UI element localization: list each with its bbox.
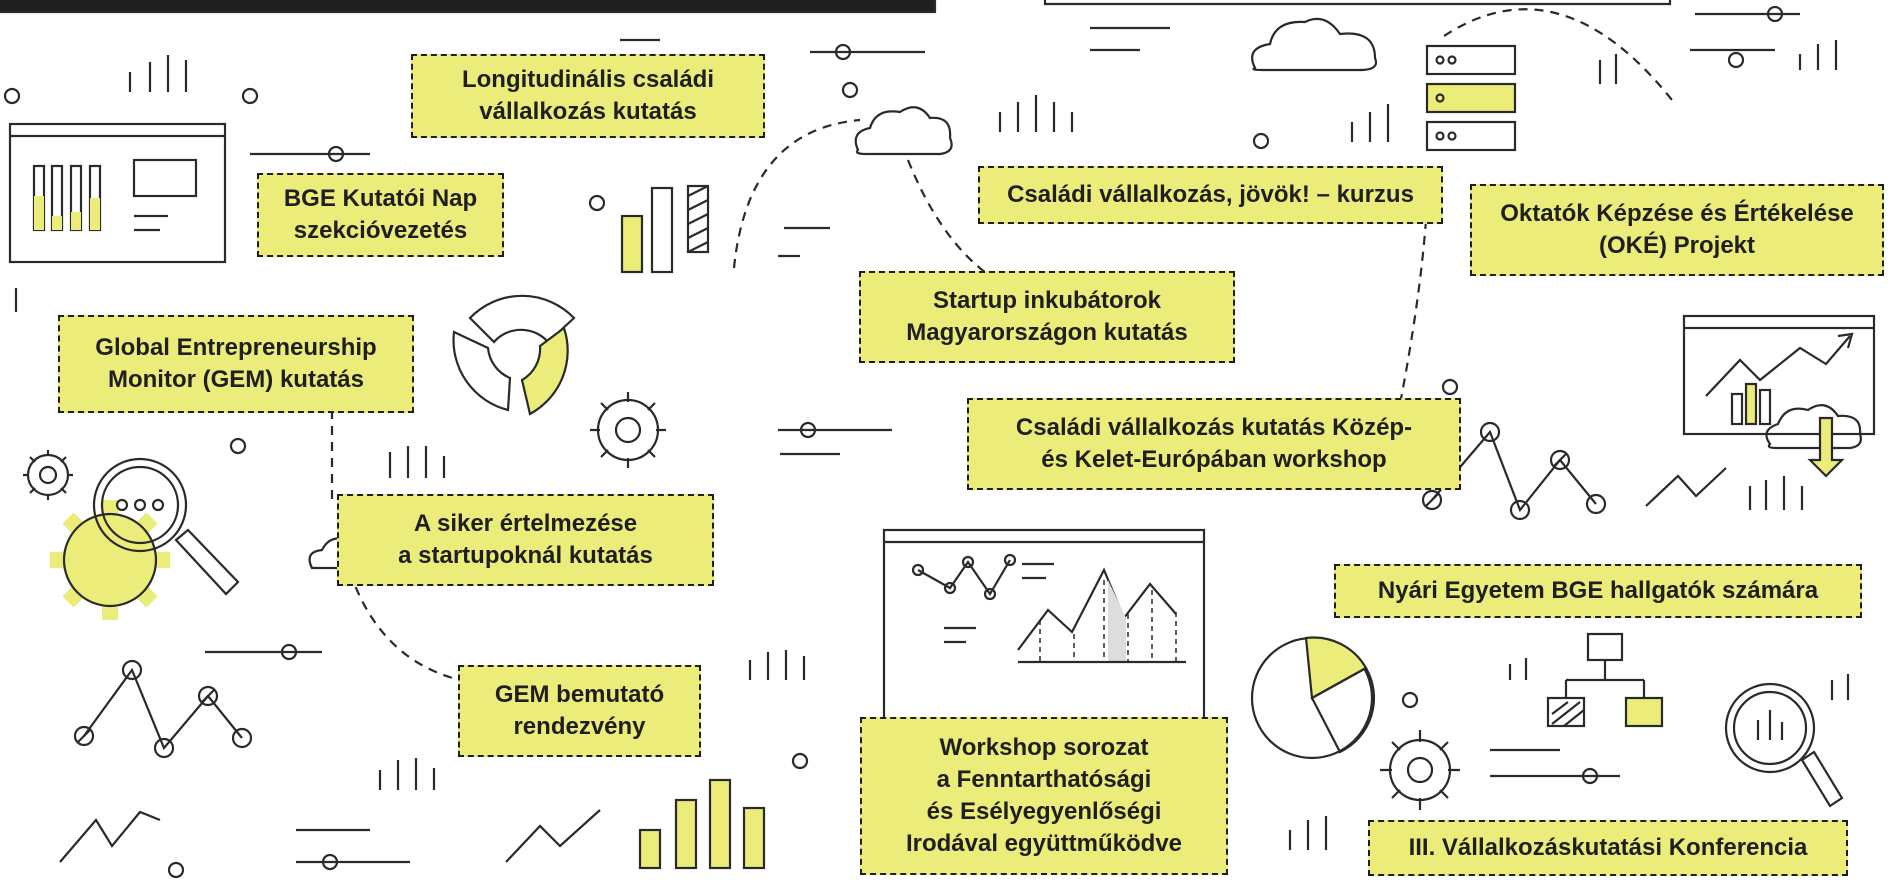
- gear-icon: [23, 392, 1460, 810]
- label-startup: Startup inkubátorok Magyarországon kutat…: [859, 271, 1235, 363]
- donut-chart-icon: [452, 294, 576, 416]
- browser-window-icon-right: [1682, 314, 1876, 478]
- header-bar-graphic: [0, 0, 1672, 14]
- label-cee-workshop: Családi vállalkozás kutatás Közép- és Ke…: [967, 398, 1461, 490]
- browser-window-icon: [8, 122, 227, 264]
- org-chart-icon: [1546, 632, 1664, 728]
- bar-chart-icon: [620, 184, 710, 274]
- label-longitudinal: Longitudinális családi vállalkozás kutat…: [411, 54, 765, 138]
- label-workshop-sorozat: Workshop sorozat a Fenntarthatósági és E…: [860, 717, 1228, 875]
- pie-chart-icon: [1250, 636, 1376, 760]
- label-konferencia: III. Vállalkozáskutatási Konferencia: [1368, 820, 1848, 876]
- label-nyari: Nyári Egyetem BGE hallgatók számára: [1334, 564, 1862, 618]
- label-csaladi-kurzus: Családi vállalkozás, jövök! – kurzus: [978, 166, 1443, 224]
- label-gem-bemutato: GEM bemutató rendezvény: [458, 665, 701, 757]
- scatter-doodles: [3, 5, 1850, 879]
- server-stack-icon: [1425, 44, 1517, 152]
- trend-chart-icon: [882, 528, 1206, 722]
- label-siker: A siker értelmezése a startupoknál kutat…: [337, 494, 714, 586]
- dashed-connectors: [330, 8, 1673, 682]
- label-bge-kutatoi-nap: BGE Kutatói Nap szekcióvezetés: [257, 173, 504, 257]
- label-gem: Global Entrepreneurship Monitor (GEM) ku…: [58, 315, 414, 413]
- magnifier-icon: [92, 457, 1844, 808]
- bar-chart-icon-bottom: [638, 778, 766, 870]
- label-oke: Oktatók Képzése és Értékelése (OKÉ) Proj…: [1470, 184, 1884, 276]
- line-chart-icon: [59, 421, 1727, 863]
